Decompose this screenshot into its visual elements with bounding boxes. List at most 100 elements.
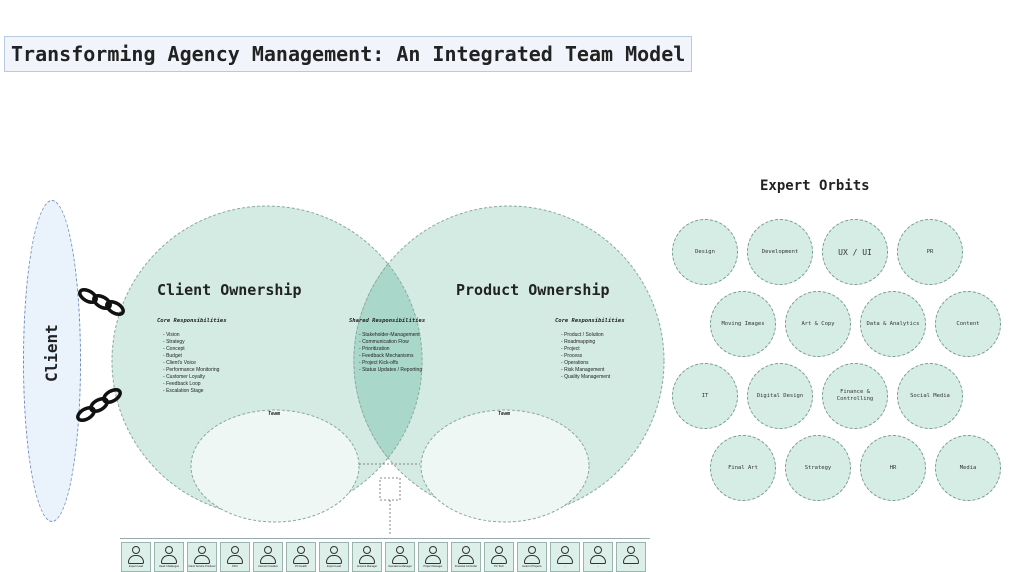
person-icon <box>462 546 470 554</box>
expert-orbit: HR <box>860 435 926 501</box>
team-member-card: ... <box>616 542 646 572</box>
team-member-label: Expert Lead <box>327 565 341 568</box>
team-member-label: Client Service Producer <box>188 565 216 568</box>
person-icon <box>231 546 239 554</box>
team-member-label: Account Creative <box>258 565 278 568</box>
product-core-heading: Core Responsibilities <box>555 318 625 324</box>
expert-orbits-title: Expert Orbits <box>760 178 870 194</box>
person-icon <box>594 546 602 554</box>
client-responsibility-item: Vision <box>163 332 219 339</box>
product-responsibility-item: Operations <box>561 360 610 367</box>
product-ownership-title: Product Ownership <box>456 281 610 299</box>
product-responsibility-item: Process <box>561 353 610 360</box>
person-icon-body <box>194 555 210 564</box>
client-ownership-title: Client Ownership <box>157 281 302 299</box>
person-icon-body <box>227 555 243 564</box>
team-member-card: Account Creative <box>253 542 283 572</box>
person-icon <box>495 546 503 554</box>
team-member-card: Financial Controller <box>451 542 481 572</box>
team-member-card: Expert Lead <box>121 542 151 572</box>
person-icon <box>363 546 371 554</box>
team-member-label: ... <box>596 565 600 568</box>
person-icon-body <box>161 555 177 564</box>
person-icon <box>165 546 173 554</box>
team-member-label: ... <box>629 565 633 568</box>
person-icon-body <box>458 555 474 564</box>
product-team-label: Team <box>498 411 511 417</box>
shared-responsibility-item: Communication Flow <box>359 339 422 346</box>
team-member-label: Expert Lead <box>129 565 143 568</box>
expert-orbit: Design <box>672 219 738 285</box>
team-member-card: ... <box>550 542 580 572</box>
person-icon <box>264 546 272 554</box>
expert-orbit: Final Art <box>710 435 776 501</box>
person-icon <box>132 546 140 554</box>
person-icon-body <box>326 555 342 564</box>
team-member-label: Account Manager <box>356 565 378 568</box>
client-responsibility-item: Escalation Stage <box>163 388 219 395</box>
team-member-card: PC Health <box>286 542 316 572</box>
shared-responsibility-item: Status Updates / Reporting <box>359 367 422 374</box>
team-members-row: Expert Lead Head Challenges Client Service… <box>120 538 650 572</box>
client-ellipse <box>23 200 81 522</box>
client-responsibility-item: Performance Monitoring <box>163 367 219 374</box>
person-icon-body <box>623 555 639 564</box>
expert-orbit: Digital Design <box>747 363 813 429</box>
product-responsibility-item: Quality Management <box>561 374 610 381</box>
product-responsibilities-list: Product / SolutionRoadmappingProjectProc… <box>561 332 610 381</box>
expert-orbit: Development <box>747 219 813 285</box>
shared-responsibilities-list: Stakeholder-ManagementCommunication Flow… <box>359 332 422 374</box>
team-member-card: Expert Lead <box>319 542 349 572</box>
person-icon-body <box>359 555 375 564</box>
team-member-card: Head Challenges <box>154 542 184 572</box>
person-icon <box>198 546 206 554</box>
client-responsibility-item: Client's Voice <box>163 360 219 367</box>
product-team-ellipse <box>420 409 590 523</box>
person-icon <box>396 546 404 554</box>
team-member-label: PC Tech <box>494 565 504 568</box>
client-responsibility-item: Budget <box>163 353 219 360</box>
product-responsibility-item: Product / Solution <box>561 332 610 339</box>
person-icon-body <box>392 555 408 564</box>
client-responsibilities-list: VisionStrategyConceptBudgetClient's Voic… <box>163 332 219 395</box>
client-responsibility-item: Feedback Loop <box>163 381 219 388</box>
shared-responsibility-item: Stakeholder-Management <box>359 332 422 339</box>
person-icon-body <box>128 555 144 564</box>
shared-responsibility-item: Project Kick-offs <box>359 360 422 367</box>
product-responsibility-item: Risk Management <box>561 367 610 374</box>
team-member-card: PR II <box>220 542 250 572</box>
team-member-label: Project Manager <box>423 565 443 568</box>
expert-orbit: IT <box>672 363 738 429</box>
expert-orbit: Strategy <box>785 435 851 501</box>
shared-responsibility-item: Prioritization <box>359 346 422 353</box>
person-icon-body <box>590 555 606 564</box>
team-member-label: Head Challenges <box>159 565 179 568</box>
expert-orbit: UX / UI <box>822 219 888 285</box>
person-icon <box>627 546 635 554</box>
team-member-label: Operations Manager <box>388 565 412 568</box>
expert-orbit: Finance & Controlling <box>822 363 888 429</box>
team-member-label: ... <box>563 565 567 568</box>
expert-orbit: Content <box>935 291 1001 357</box>
team-member-card: ... <box>583 542 613 572</box>
person-icon-body <box>491 555 507 564</box>
person-icon-body <box>425 555 441 564</box>
team-member-card: Client Service Producer <box>187 542 217 572</box>
person-icon-body <box>557 555 573 564</box>
connector-box <box>379 477 401 501</box>
client-core-heading: Core Responsibilities <box>157 318 227 324</box>
team-member-label: PC Health <box>295 565 307 568</box>
person-icon <box>330 546 338 554</box>
person-icon <box>429 546 437 554</box>
team-member-label: Head of Projects <box>522 565 542 568</box>
expert-orbit: PR <box>897 219 963 285</box>
person-icon-body <box>260 555 276 564</box>
client-responsibility-item: Strategy <box>163 339 219 346</box>
client-team-ellipse <box>190 409 360 523</box>
person-icon <box>528 546 536 554</box>
person-icon <box>561 546 569 554</box>
team-member-card: PC Tech <box>484 542 514 572</box>
client-responsibility-item: Customer Loyalty <box>163 374 219 381</box>
shared-responsibility-item: Feedback Mechanisms <box>359 353 422 360</box>
